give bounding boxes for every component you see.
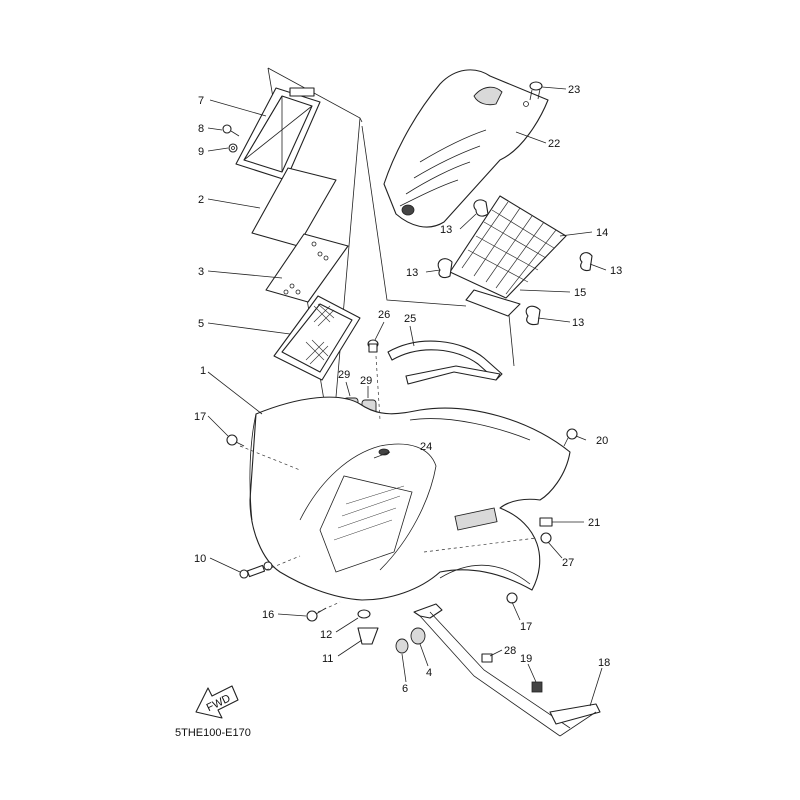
- callout-12: 12: [320, 629, 332, 641]
- part-28-nut[interactable]: [531, 681, 543, 693]
- part-5-screen[interactable]: [273, 295, 361, 381]
- part-1-front-fender[interactable]: [249, 396, 571, 601]
- callout-13-b: 13: [610, 265, 622, 277]
- callout-28: 19: [520, 653, 532, 665]
- callout-7: 7: [198, 95, 204, 107]
- part-11-grommet[interactable]: [357, 627, 379, 645]
- part-12-nut[interactable]: [357, 609, 371, 619]
- part-27-bolt[interactable]: [540, 532, 552, 544]
- part-13-clip-c[interactable]: [437, 258, 453, 279]
- callout-9: 9: [198, 146, 204, 158]
- callout-17-b: 17: [520, 621, 532, 633]
- part-10-screws[interactable]: [239, 561, 273, 579]
- callout-13-d: 13: [572, 317, 584, 329]
- part-9-washer[interactable]: [228, 143, 238, 153]
- part-6-damper[interactable]: [395, 638, 409, 654]
- callout-15: 15: [574, 287, 586, 299]
- part-17-bolt-a[interactable]: [226, 434, 245, 447]
- callout-14: 14: [596, 227, 608, 239]
- callout-29-a: 29: [338, 369, 350, 381]
- callout-10: 10: [194, 553, 206, 565]
- callout-27: 27: [562, 557, 574, 569]
- callout-22: 24: [420, 441, 432, 453]
- part-16-bolt[interactable]: [306, 607, 327, 622]
- part-13-clip-a[interactable]: [473, 199, 489, 217]
- callout-16: 16: [262, 609, 274, 621]
- callout-17-a: 17: [194, 411, 206, 423]
- part-17-bolt-b[interactable]: [506, 592, 518, 604]
- callout-29-b: 29: [360, 375, 372, 387]
- fwd-arrow-icon: FWD: [195, 685, 239, 719]
- callout-13-a: 13: [440, 224, 452, 236]
- part-13-clip-d[interactable]: [525, 305, 541, 326]
- part-20-front-cover[interactable]: [383, 69, 549, 228]
- part-2-plate[interactable]: [251, 167, 337, 247]
- part-21-bolt[interactable]: [529, 81, 543, 101]
- part-24-grommet[interactable]: [367, 339, 379, 353]
- part-7-frame[interactable]: [235, 87, 321, 181]
- callout-4: 4: [426, 667, 432, 679]
- callout-24: 26: [378, 309, 390, 321]
- reference-code: 5THE100-E170: [175, 727, 251, 739]
- part-4-damper[interactable]: [410, 627, 426, 645]
- part-26-bolt[interactable]: [481, 653, 493, 663]
- callout-23: 25: [404, 313, 416, 325]
- assembly-dashed-lines: [239, 355, 537, 613]
- part-19-clip[interactable]: [539, 517, 553, 527]
- callout-11: 11: [322, 653, 333, 665]
- callout-2: 2: [198, 194, 204, 206]
- part-8-screw[interactable]: [222, 124, 240, 137]
- callout-21: 23: [568, 84, 580, 96]
- part-25-guard-bar[interactable]: [413, 603, 601, 737]
- callout-18: 20: [596, 435, 608, 447]
- callout-3: 3: [198, 266, 204, 278]
- callout-25: 18: [598, 657, 610, 669]
- callout-20: 22: [548, 138, 560, 150]
- callout-8: 8: [198, 123, 204, 135]
- part-15-grille[interactable]: [449, 195, 567, 317]
- part-3-sheet[interactable]: [265, 233, 349, 303]
- part-18-bolt[interactable]: [563, 428, 578, 447]
- callout-13-c: 13: [406, 267, 418, 279]
- leader-lines: [207, 86, 607, 707]
- callout-1: 1: [200, 365, 206, 377]
- callout-26: 28: [504, 645, 516, 657]
- callout-labels: 7 8 9 2 3 5 1 17 10 16 12 11 6 4 23 22 1…: [194, 84, 622, 695]
- callout-19: 21: [588, 517, 600, 529]
- callout-5: 5: [198, 318, 204, 330]
- part-23-bracket[interactable]: [387, 340, 503, 385]
- part-13-clip-b[interactable]: [579, 252, 593, 272]
- callout-6: 6: [402, 683, 408, 695]
